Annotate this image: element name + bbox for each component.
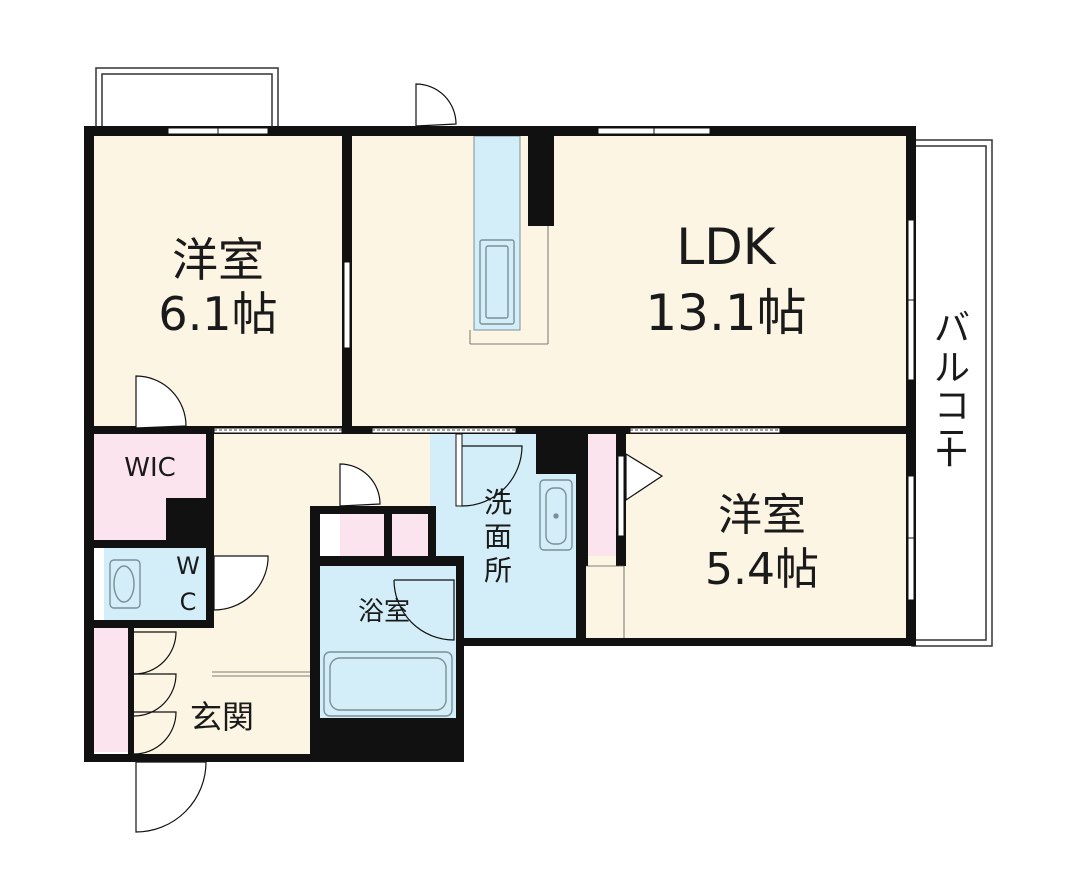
wall-wc-top: [94, 540, 214, 548]
wall-bottom-left: [84, 754, 464, 762]
room1-size: 6.1帖: [158, 287, 277, 341]
door-wic: [135, 375, 187, 429]
floor-hallway-corner: [132, 620, 212, 676]
wall-bath-upper: [320, 556, 460, 566]
floor-fills: [92, 134, 908, 756]
wall-washroom-top: [536, 426, 586, 474]
guide-lines: [212, 226, 625, 677]
balcony-top-left-inner: [101, 73, 273, 131]
wall-bottom-right: [576, 638, 916, 646]
door-top-exterior: [415, 83, 457, 127]
wall-room2-closet-left: [578, 432, 588, 566]
doors: [133, 83, 664, 833]
door-washroom: [461, 445, 523, 507]
washroom-char-1: 洗: [484, 486, 512, 519]
wic-label: WIC: [124, 453, 176, 483]
wall-bath-top: [310, 506, 434, 514]
wc-label-c: C: [180, 588, 197, 616]
bathroom-label: 浴室: [358, 597, 410, 627]
wall-washroom-left: [428, 506, 436, 564]
wall-right: [906, 126, 916, 646]
door-closet: [339, 463, 381, 507]
washroom-char-2: 面: [484, 520, 512, 553]
washroom-char-3: 所: [484, 554, 512, 587]
sliding-door-room2: [629, 427, 781, 434]
door-room2-closet: [625, 452, 664, 502]
balcony-top-left: [95, 67, 279, 131]
room2-name: 洋室: [718, 490, 806, 541]
labels: 洋室 6.1帖 LDK 13.1帖 洋室 5.4帖 WIC W C 洗 面 所 …: [124, 218, 970, 736]
sliding-door-room2-left: [617, 455, 625, 537]
wc-label-w: W: [176, 552, 200, 580]
door-shoe-1: [133, 631, 177, 675]
kitchen-sink: [479, 239, 515, 325]
floor-closet-shoe: [94, 628, 128, 752]
room2-size: 5.4帖: [705, 544, 819, 595]
wall-shoe-closet: [128, 628, 134, 754]
window-room1-partition: [343, 261, 351, 349]
wall-left: [84, 126, 94, 762]
door-shoe-2: [133, 673, 177, 717]
bathtub: [323, 651, 453, 717]
wall-wc-right: [206, 548, 214, 620]
floor-closet-room2: [588, 434, 618, 556]
wall-top: [84, 126, 916, 136]
door-entrance: [135, 761, 207, 833]
wall-closet-divider: [384, 514, 392, 558]
ldk-size: 13.1帖: [645, 284, 806, 342]
balcony-char-5: ー: [927, 434, 968, 470]
wall-washroom-bottom: [456, 638, 586, 646]
floor-western-room-1: [92, 134, 344, 430]
door-bath: [393, 579, 455, 641]
balcony-char-2: ル: [934, 348, 970, 389]
wall-wic-right: [206, 432, 214, 552]
sliding-door-ldk: [371, 427, 517, 434]
floor-closet-small-1: [340, 514, 384, 556]
fixtures: [109, 239, 573, 717]
door-wc: [213, 555, 269, 611]
floor-wic: [92, 432, 210, 540]
wall-wc-bottom: [94, 620, 214, 628]
sliding-door-washroom: [455, 433, 463, 507]
floor-ldk: [352, 134, 908, 430]
entrance-label: 玄関: [190, 698, 254, 736]
wall-bath-left: [310, 506, 320, 762]
balcony-char-4: ニ: [934, 422, 970, 463]
sliding-doors: [213, 427, 781, 537]
ldk-name: LDK: [676, 218, 776, 276]
window-sashes: [217, 128, 914, 539]
door-shoe-3: [133, 711, 177, 755]
balcony-char-3: コ: [934, 386, 970, 427]
floor-closet-small-2: [392, 514, 428, 556]
balcony-char-1: バ: [934, 308, 970, 349]
washbasin: [539, 479, 573, 551]
wall-bath-right: [456, 556, 464, 762]
wall-bath-bottom-block: [310, 718, 464, 762]
floor-kitchen-counter: [473, 135, 521, 331]
wall-wic-block: [166, 498, 214, 546]
sliding-door-room1: [213, 427, 343, 434]
wall-kitchen-pillar: [528, 136, 554, 226]
room1-name: 洋室: [172, 233, 264, 287]
floor-hallway: [210, 432, 450, 512]
toilet: [109, 559, 141, 609]
floor-bathroom: [318, 566, 456, 718]
floor-entrance: [132, 672, 312, 756]
